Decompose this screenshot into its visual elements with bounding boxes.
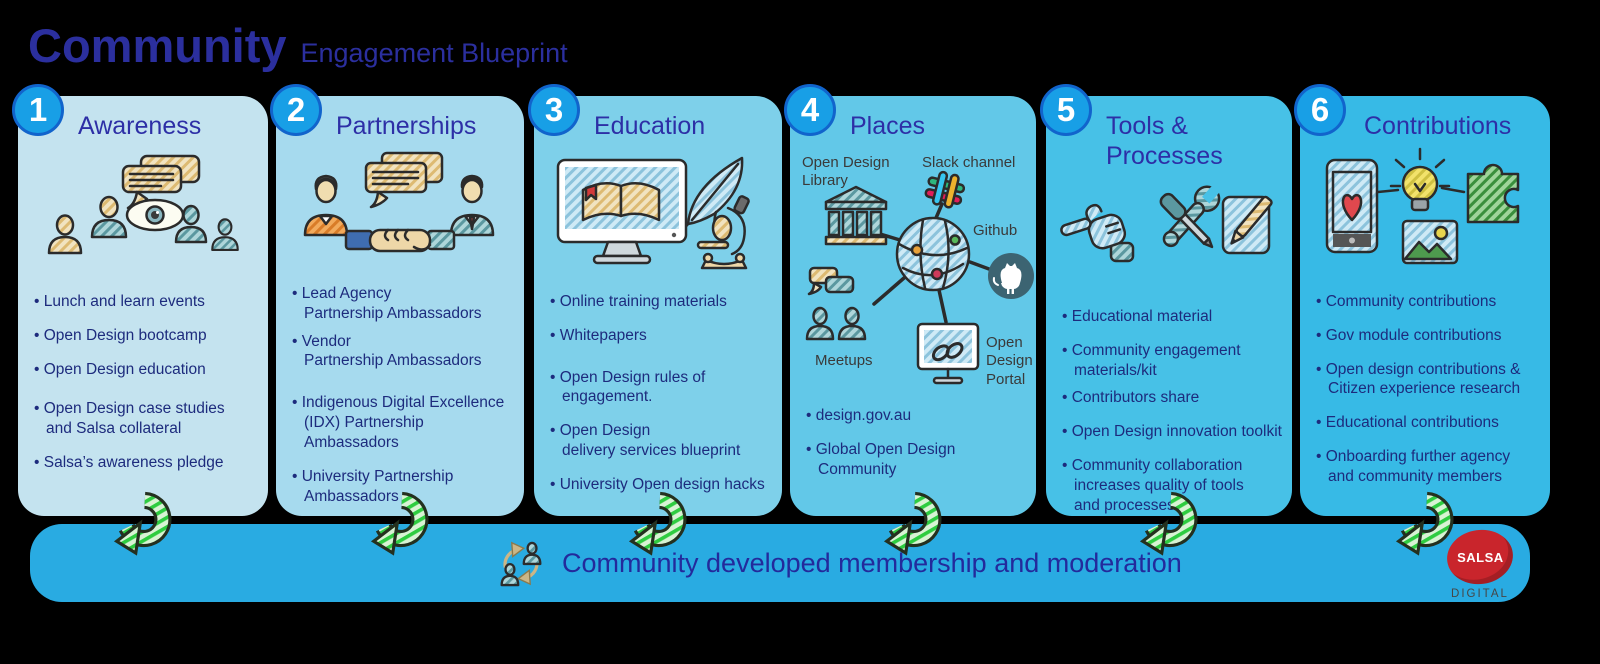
list-item: Open Design case studies and Salsa colla…	[34, 399, 258, 439]
title-subtitle: Engagement Blueprint	[300, 38, 568, 68]
list-item: Open design contributions & Citizen expe…	[1316, 360, 1540, 400]
title-main: Community	[28, 19, 287, 72]
places-label-portal: Open Design Portal	[986, 334, 1033, 388]
list-item: Educational material	[1062, 307, 1282, 327]
places-bullet-list: design.gov.au Global Open Design Communi…	[790, 406, 1036, 479]
step-number-badge: 4	[784, 84, 836, 136]
cycle-arrow-icon	[883, 491, 942, 556]
list-item: Global Open Design Community	[806, 440, 1026, 480]
education-bullet-list: Online training materials Whitepapers Op…	[534, 292, 782, 495]
list-item: Open Design bootcamp	[34, 326, 258, 346]
list-item: Salsa’s awareness pledge	[34, 453, 258, 473]
step-number-badge: 3	[528, 84, 580, 136]
card-heading: Education	[594, 112, 706, 140]
list-item: Community collaboration increases qualit…	[1062, 456, 1282, 515]
step-number-badge: 5	[1040, 84, 1092, 136]
places-label-github: Github	[973, 222, 1018, 239]
places-label-slack: Slack channel	[922, 154, 1016, 171]
card-education: 3 Education	[528, 84, 782, 516]
list-item: Gov module contributions	[1316, 326, 1540, 346]
list-item: University Open design hacks	[550, 475, 772, 495]
salsa-logo-subtext: DIGITAL	[1451, 588, 1509, 600]
salsa-logo-text: SALSA	[1456, 549, 1504, 565]
list-item: Contributors share	[1062, 388, 1282, 408]
places-label-library: Open Design Library	[802, 154, 890, 190]
awareness-bullet-list: Lunch and learn events Open Design bootc…	[18, 292, 268, 473]
page-title: Community Engagement Blueprint	[28, 18, 568, 73]
list-item: Educational contributions	[1316, 413, 1540, 433]
card-partnerships: 2 Partnerships	[270, 84, 524, 516]
card-heading: Contributions	[1364, 112, 1512, 140]
card-heading: Tools & Processes	[1106, 112, 1223, 170]
card-places: 4 Places	[784, 84, 1036, 516]
list-item: Community engagement materials/kit	[1062, 341, 1282, 381]
step-number-badge: 6	[1294, 84, 1346, 136]
step-number-badge: 1	[12, 84, 64, 136]
salsa-digital-logo: SALSA DIGITAL	[1432, 525, 1528, 600]
cycle-arrow-icon	[1139, 491, 1198, 556]
tools-processes-icon	[1046, 177, 1292, 273]
tools-bullet-list: Educational material Community engagemen…	[1046, 307, 1292, 516]
education-monitor-book-icon	[534, 148, 782, 270]
list-item: Open Design rules of engagement.	[550, 368, 772, 408]
list-item: Indigenous Digital Excellence (IDX) Part…	[292, 393, 514, 452]
list-item: Community contributions	[1316, 292, 1540, 312]
partnership-handshake-icon	[276, 148, 524, 270]
cycle-arrow-icon	[113, 491, 172, 556]
membership-cycle-icon	[500, 541, 542, 587]
list-item: Open Design innovation toolkit	[1062, 422, 1282, 442]
cycle-arrow-icon	[370, 491, 429, 556]
cycle-arrow-icon	[628, 491, 687, 556]
list-item: University Partnership Ambassadors	[292, 467, 514, 507]
partnerships-bullet-list: Lead Agency Partnership Ambassadors Vend…	[276, 284, 524, 506]
card-contributions: 6 Contributions	[1294, 84, 1550, 516]
places-label-meetups: Meetups	[815, 352, 873, 369]
step-number-badge: 2	[270, 84, 322, 136]
list-item: design.gov.au	[806, 406, 1026, 426]
contributions-bullet-list: Community contributions Gov module contr…	[1300, 292, 1550, 487]
card-tools-processes: 5 Tools & Processes	[1040, 84, 1292, 516]
awareness-people-eye-icon	[18, 148, 268, 270]
community-banner: Community developed membership and moder…	[30, 524, 1530, 602]
list-item: Lead Agency Partnership Ambassadors	[292, 284, 514, 324]
list-item: Open Design education	[34, 360, 258, 380]
banner-text: Community developed membership and moder…	[562, 547, 1182, 578]
salsa-logo-circle: SALSA	[1443, 525, 1517, 589]
contributions-devices-icon	[1300, 147, 1550, 270]
card-heading: Awareness	[78, 112, 202, 140]
list-item: Online training materials	[550, 292, 772, 312]
list-item: Onboarding further agency and community …	[1316, 447, 1540, 487]
places-network-diagram: Open Design Library Slack channel Github…	[790, 146, 1036, 400]
list-item: Lunch and learn events	[34, 292, 258, 312]
places-network-icon	[805, 170, 1034, 385]
cycle-arrow-icon	[1395, 491, 1454, 556]
list-item: Open Design delivery services blueprint	[550, 421, 772, 461]
list-item: Vendor Partnership Ambassadors	[292, 332, 514, 372]
list-item: Whitepapers	[550, 326, 772, 346]
card-heading: Partnerships	[336, 112, 477, 140]
card-awareness: 1 Awareness	[12, 84, 268, 516]
card-heading: Places	[850, 112, 926, 140]
